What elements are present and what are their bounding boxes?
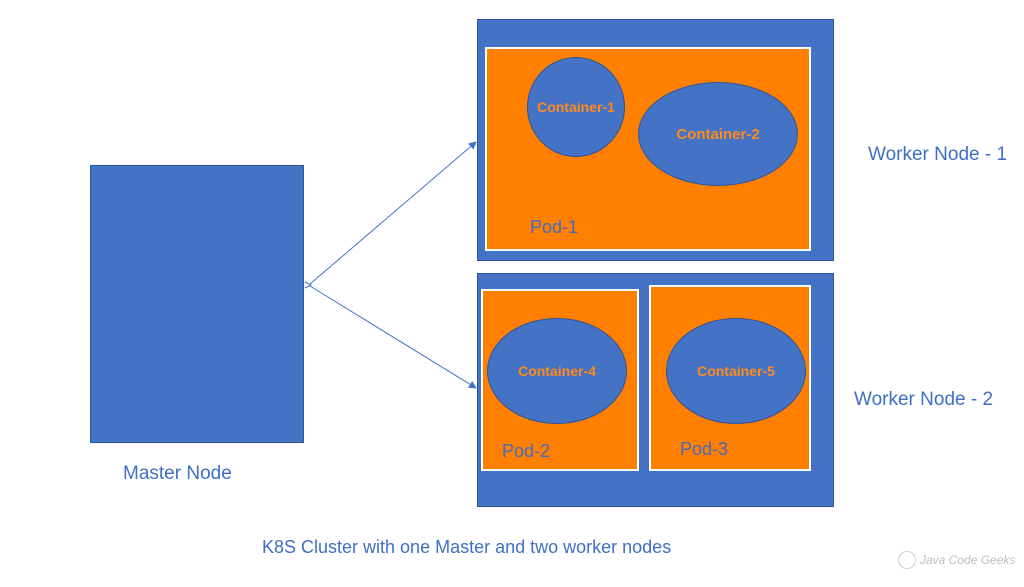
pod-1: Container-1 Container-2 Pod-1: [485, 47, 811, 251]
worker-node-1-label: Worker Node - 1: [868, 144, 1008, 165]
container-1: Container-1: [527, 57, 625, 157]
pod-2-label: Pod-2: [502, 441, 551, 461]
watermark-text: Java Code Geeks: [920, 553, 1016, 567]
container-1-label: Container-1: [537, 99, 615, 115]
arrow-to-worker-node-1: [309, 141, 477, 285]
diagram-caption: K8S Cluster with one Master and two work…: [262, 537, 672, 557]
container-5: Container-5: [666, 318, 806, 424]
java-code-geeks-icon: [898, 551, 916, 569]
master-node-label: Master Node: [123, 463, 232, 484]
worker-node-2-box: Container-4 Pod-2 Container-5 Pod-3: [477, 273, 834, 507]
master-node-box: [90, 165, 304, 443]
container-4-label: Container-4: [518, 363, 596, 379]
container-2-label: Container-2: [676, 125, 760, 143]
pod-3: Container-5 Pod-3: [649, 285, 811, 471]
arrow-to-worker-node-2: [309, 285, 477, 389]
worker-node-1-box: Container-1 Container-2 Pod-1: [477, 19, 834, 261]
container-5-label: Container-5: [697, 363, 775, 379]
container-2: Container-2: [638, 82, 798, 186]
master-connector-mark: [304, 281, 313, 289]
watermark-logo: Java Code Geeks: [898, 551, 1015, 569]
pod-2: Container-4 Pod-2: [481, 289, 639, 471]
pod-3-label: Pod-3: [680, 439, 729, 459]
container-4: Container-4: [487, 318, 627, 424]
pod-1-label: Pod-1: [530, 217, 579, 237]
worker-node-2-label: Worker Node - 2: [854, 389, 994, 410]
